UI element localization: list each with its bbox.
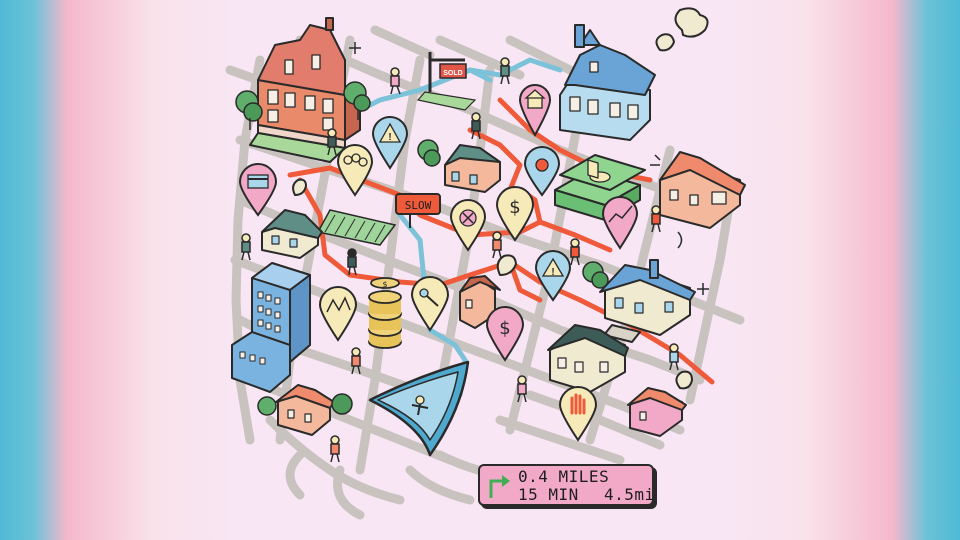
svg-text:$: $: [382, 280, 387, 289]
slow-sign-label: SLOW: [405, 199, 432, 212]
tree: [235, 81, 371, 130]
chart-pin: [601, 196, 639, 250]
svg-text:!: !: [551, 267, 554, 278]
dollar-icon: $: [509, 197, 520, 218]
small-house-bottom-right: [627, 370, 693, 437]
coins-pin: [336, 144, 374, 197]
route-time: 15 MIN: [518, 485, 579, 504]
small-house-left: [261, 178, 323, 259]
coin-stack: $: [368, 277, 402, 349]
brick-house: [459, 254, 517, 329]
grass-patch: [316, 209, 397, 246]
credit-card-pin: [238, 163, 278, 217]
dollar-pin-center: $: [495, 186, 535, 242]
zigzag-chart-icon: [326, 296, 351, 313]
house-pin: [518, 84, 552, 138]
route-info-card: 0.4 MILES 15 MIN 4.5mi: [478, 464, 654, 506]
house-icon: [524, 89, 546, 99]
location-pin: [523, 146, 561, 197]
sold-sign: SOLD: [416, 52, 477, 111]
warning-pin-top: !: [371, 116, 409, 170]
location-pin-icon: [535, 158, 549, 172]
stop-hand-pin: [558, 386, 598, 442]
slow-sign: SLOW: [395, 193, 441, 228]
zigzag-pin: [318, 286, 358, 342]
chart-up-icon: [608, 205, 633, 223]
credit-card-icon: [247, 174, 269, 189]
blue-house: [559, 7, 709, 141]
sold-sign-label: SOLD: [443, 70, 462, 77]
orange-house-right: [659, 151, 746, 229]
svg-text:$: $: [499, 318, 510, 339]
office-tower: [231, 262, 311, 393]
dollar-pin-pink: $: [485, 306, 525, 362]
tree: [582, 261, 609, 289]
turn-arrow-icon: [489, 475, 510, 498]
orange-house-center: [444, 144, 501, 193]
navigation-arrow: [368, 360, 470, 457]
cancel-pin: [449, 199, 487, 252]
stop-hand-icon: [570, 393, 586, 415]
svg-text:!: !: [388, 132, 391, 143]
key-pin: [410, 276, 450, 332]
warning-icon: [378, 122, 402, 143]
pedestrians: [241, 57, 679, 463]
townhouses: [249, 17, 361, 163]
tree: [257, 139, 441, 416]
small-house-bottom-left: [275, 384, 335, 436]
key-icon: [419, 288, 429, 298]
route-miles: 4.5mi: [604, 485, 655, 504]
warning-pin-right: !: [534, 250, 572, 302]
sparkle-icon: [349, 42, 709, 295]
blue-cottage: [599, 259, 696, 343]
route-distance: 0.4 MILES: [518, 467, 610, 486]
